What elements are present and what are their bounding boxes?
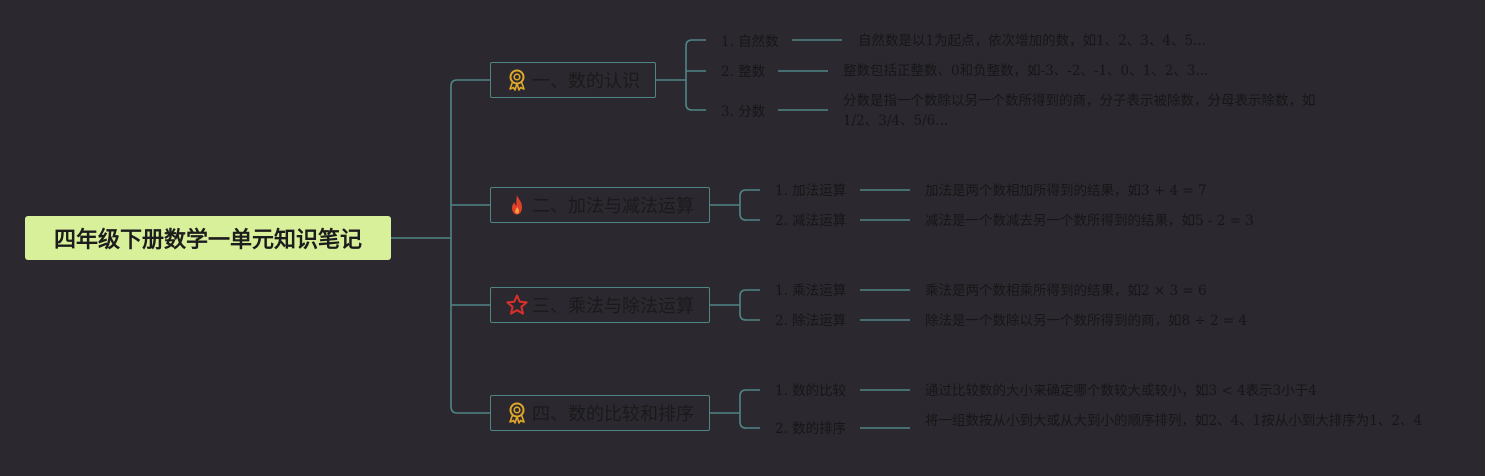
subtopic-sort[interactable]: 2. 数的排序 — [775, 421, 847, 437]
topic2-branch-1 — [739, 189, 760, 197]
note-integers: 整数包括正整数、0和负整数，如-3、-2、-1、0、1、2、3... — [843, 63, 1209, 79]
note-subtraction: 减法是一个数减去另一个数所得到的结果，如5 - 2 = 3 — [925, 213, 1254, 229]
subtopic-compare[interactable]: 1. 数的比较 — [775, 383, 847, 399]
subtopic-addition[interactable]: 1. 加法运算 — [775, 183, 847, 199]
fire-icon — [505, 193, 529, 217]
topic-label: 四、数的比较和排序 — [532, 404, 694, 425]
topic4-branch-1 — [739, 389, 760, 397]
subtopic-natural-numbers[interactable]: 1. 自然数 — [721, 34, 779, 50]
root-title: 四年级下册数学一单元知识笔记 — [53, 228, 362, 253]
subtopic-division[interactable]: 2. 除法运算 — [775, 313, 847, 329]
branch-topic-1 — [450, 79, 490, 87]
note-sort: 将一组数按从小到大或从大到小的顺序排列，如2、4、1按从小到大排序为1、2、4 — [925, 413, 1423, 429]
note-compare: 通过比较数的大小来确定哪个数较大或较小，如3 < 4表示3小于4 — [925, 383, 1317, 399]
topic-label: 二、加法与减法运算 — [532, 196, 694, 217]
topic1-branch-1 — [685, 39, 706, 47]
branch-topic-4 — [450, 405, 490, 414]
topic-node-addition-subtraction[interactable]: 二、加法与减法运算 — [490, 187, 710, 223]
root-node[interactable]: 四年级下册数学一单元知识笔记 — [25, 216, 391, 260]
topic2-branch-2 — [739, 213, 760, 221]
subtopic-integers[interactable]: 2. 整数 — [721, 64, 766, 80]
note-fractions: 分数是指一个数除以另一个数所得到的商，分子表示被除数，分母表示除数，如1/2、3… — [843, 93, 1316, 129]
subtopic-multiplication[interactable]: 1. 乘法运算 — [775, 283, 847, 299]
star-icon — [505, 293, 529, 317]
note-division: 除法是一个数除以另一个数所得到的商，如8 ÷ 2 = 4 — [925, 313, 1248, 329]
note-addition: 加法是两个数相加所得到的结果，如3 + 4 = 7 — [925, 183, 1207, 199]
subtopic-subtraction[interactable]: 2. 减法运算 — [775, 213, 847, 229]
topic-node-number-recognition[interactable]: 一、数的认识 — [490, 62, 656, 98]
topic-label: 三、乘法与除法运算 — [532, 296, 694, 317]
note-multiplication: 乘法是两个数相乘所得到的结果，如2 × 3 = 6 — [925, 283, 1207, 299]
medal-icon — [505, 401, 529, 425]
medal-icon — [505, 68, 529, 92]
topic3-branch-1 — [739, 289, 760, 297]
topic3-branch-2 — [739, 313, 760, 321]
topic-node-multiplication-division[interactable]: 三、乘法与除法运算 — [490, 287, 710, 323]
topic-node-compare-sort[interactable]: 四、数的比较和排序 — [490, 395, 710, 431]
topic4-branch-2 — [739, 421, 760, 429]
topic-label: 一、数的认识 — [532, 71, 640, 92]
topic1-branch-3 — [685, 103, 706, 111]
note-natural-numbers: 自然数是以1为起点，依次增加的数，如1、2、3、4、5... — [858, 33, 1206, 49]
subtopic-fractions[interactable]: 3. 分数 — [721, 104, 766, 120]
